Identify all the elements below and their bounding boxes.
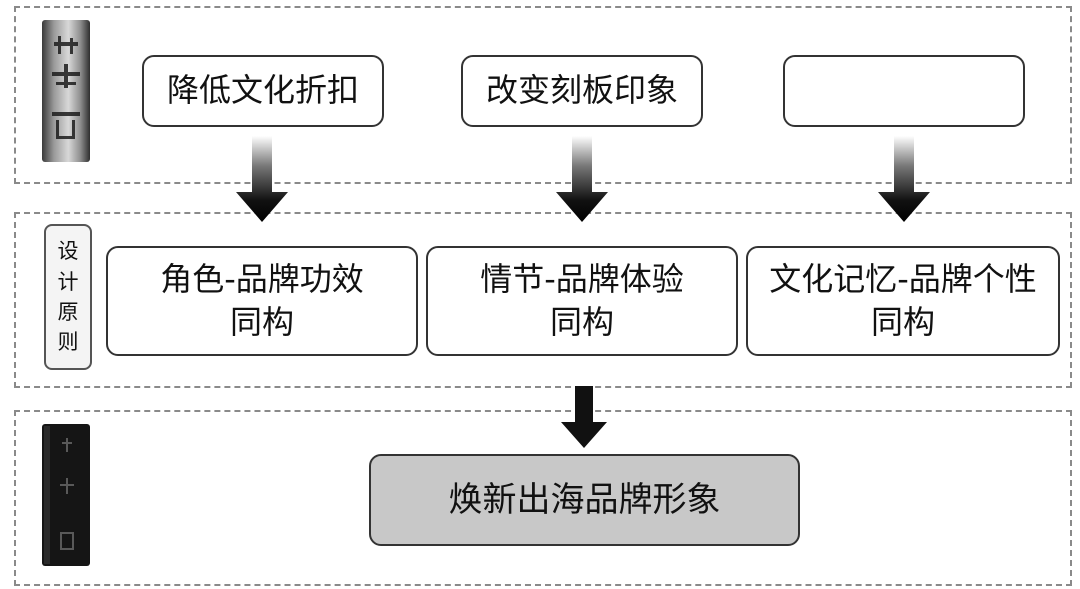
band-bottom [14, 410, 1072, 586]
top-box-reduce-cultural-discount: 降低文化折扣 [142, 55, 384, 127]
result-box-label: 焕新出海品牌形象 [448, 479, 721, 520]
carved-stamp-light-icon [42, 20, 90, 162]
middle-box-line2: 同构 [229, 303, 294, 341]
middle-box-cultural-memory-brand-personality: 文化记忆-品牌个性 同构 [746, 246, 1060, 356]
top-box-label: 降低文化折扣 [166, 71, 359, 110]
middle-box-line1: 文化记忆-品牌个性 [769, 259, 1037, 298]
tag-char: 计 [57, 269, 79, 294]
carved-stamp-dark-icon [42, 424, 90, 566]
middle-box-line2: 同构 [870, 303, 935, 341]
tag-char: 原 [57, 300, 79, 324]
result-box-refresh-overseas-brand-image: 焕新出海品牌形象 [369, 454, 800, 546]
band-middle [14, 212, 1072, 388]
down-arrow-icon [236, 136, 288, 222]
top-box-empty [783, 55, 1025, 127]
down-arrow-icon [561, 386, 607, 448]
middle-box-line2: 同构 [549, 303, 614, 341]
design-principle-tag: 设 计 原 则 [44, 224, 92, 370]
down-arrow-icon [878, 136, 930, 222]
top-box-change-stereotype: 改变刻板印象 [461, 55, 703, 127]
down-arrow-icon [556, 136, 608, 222]
middle-box-line1: 情节-品牌体验 [480, 259, 684, 298]
middle-box-line1: 角色-品牌功效 [160, 259, 364, 298]
middle-box-role-brand-efficacy: 角色-品牌功效 同构 [106, 246, 418, 356]
tag-char: 则 [57, 330, 79, 355]
band-top [14, 6, 1072, 184]
middle-box-plot-brand-experience: 情节-品牌体验 同构 [426, 246, 738, 356]
tag-char: 设 [57, 239, 79, 264]
top-box-label: 改变刻板印象 [485, 71, 678, 110]
